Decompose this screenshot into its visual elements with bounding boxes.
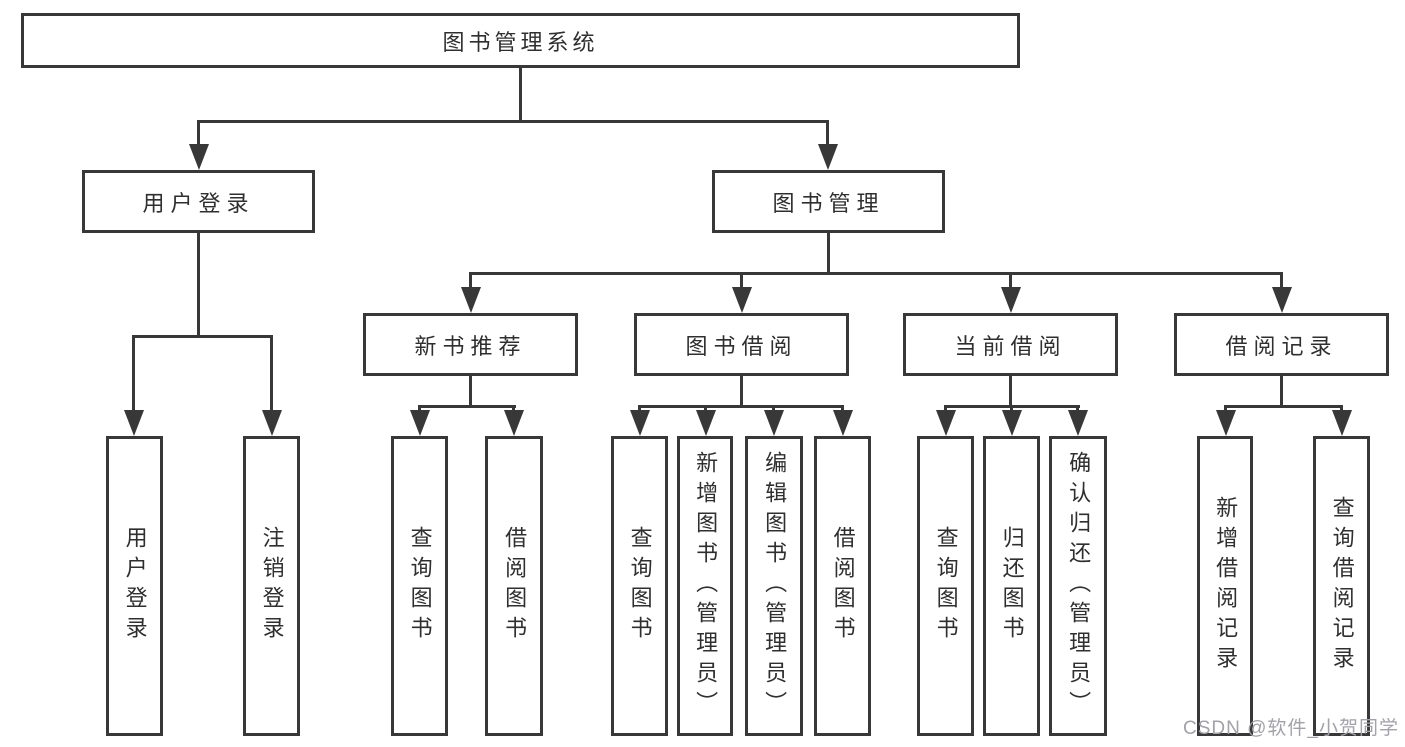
connector-new-book-stem xyxy=(469,376,472,407)
node-label: 图书管理系统 xyxy=(442,29,599,55)
node-borrow-records: 借阅记录 xyxy=(1174,313,1389,376)
arrow-to-borrow-records xyxy=(1271,272,1292,313)
leaf-add-borrow-record: 新增借阅记录 xyxy=(1197,436,1253,736)
leaf-label: 查询图书 xyxy=(407,526,433,646)
leaf-add-book-admin: 新增图书（管理员） xyxy=(677,436,733,736)
connector-borrow-record-stem xyxy=(1280,376,1283,407)
leaf-borrow-books: 借阅图书 xyxy=(814,436,871,736)
leaf-query-books-current: 查询图书 xyxy=(917,436,974,736)
leaf-return-book: 归还图书 xyxy=(983,436,1040,736)
node-label: 图书借阅 xyxy=(685,333,798,359)
connector-user-login-rail xyxy=(133,335,273,338)
leaf-label: 查询图书 xyxy=(933,526,959,646)
arrow-to-return-book xyxy=(1001,405,1022,436)
arrow-to-confirm-return xyxy=(1067,405,1088,436)
leaf-label: 借阅图书 xyxy=(502,526,528,646)
leaf-label: 查询借阅记录 xyxy=(1329,496,1355,676)
arrow-to-add-borrow-record xyxy=(1215,405,1236,436)
node-library-management-system: 图书管理系统 xyxy=(21,13,1020,68)
leaf-query-borrow-record: 查询借阅记录 xyxy=(1313,436,1370,736)
arrow-to-query-borrow-record xyxy=(1331,405,1352,436)
arrow-to-query-books-2 xyxy=(629,405,650,436)
arrow-to-borrow-books-2 xyxy=(832,405,853,436)
leaf-logout: 注销登录 xyxy=(243,436,300,736)
node-book-borrow: 图书借阅 xyxy=(634,313,849,376)
csdn-watermark: CSDN @软件_小贺同学 xyxy=(1183,718,1399,739)
node-label: 用户登录 xyxy=(142,190,255,216)
arrow-to-leaf-logout xyxy=(261,335,282,436)
connector-root-stem xyxy=(519,66,522,122)
connector-book-mgmt-stem xyxy=(827,232,830,274)
leaf-label: 编辑图书（管理员） xyxy=(762,451,788,721)
node-label: 图书管理 xyxy=(772,190,885,216)
node-label: 借阅记录 xyxy=(1225,333,1338,359)
arrow-to-add-book xyxy=(695,405,716,436)
connector-book-borrow-stem xyxy=(740,376,743,407)
node-label: 新书推荐 xyxy=(414,333,527,359)
node-label: 当前借阅 xyxy=(954,333,1067,359)
leaf-label: 借阅图书 xyxy=(830,526,856,646)
arrow-to-new-book-recommend xyxy=(460,272,481,313)
arrow-to-edit-book xyxy=(763,405,784,436)
leaf-query-books-recommend: 查询图书 xyxy=(391,436,448,736)
arrow-to-book-borrow xyxy=(731,272,752,313)
leaf-label: 归还图书 xyxy=(999,526,1025,646)
arrow-to-user-login xyxy=(188,120,209,170)
connector-book-borrow-rail xyxy=(638,405,844,408)
node-current-borrow: 当前借阅 xyxy=(903,313,1118,376)
leaf-edit-book-admin: 编辑图书（管理员） xyxy=(745,436,803,736)
node-user-login: 用户登录 xyxy=(82,170,315,233)
arrow-to-book-management xyxy=(817,120,838,170)
arrow-to-leaf-user-login xyxy=(123,335,144,436)
arrow-to-query-books-1 xyxy=(409,405,430,436)
node-book-management: 图书管理 xyxy=(712,170,945,233)
leaf-label: 注销登录 xyxy=(259,526,285,646)
connector-root-rail xyxy=(197,120,829,123)
connector-user-login-stem xyxy=(197,232,200,337)
arrow-to-query-books-3 xyxy=(935,405,956,436)
connector-book-mgmt-rail xyxy=(469,272,1282,275)
leaf-label: 查询图书 xyxy=(627,526,653,646)
node-new-book-recommend: 新书推荐 xyxy=(363,313,578,376)
connector-current-borrow-stem xyxy=(1009,376,1012,407)
leaf-label: 新增借阅记录 xyxy=(1213,496,1239,676)
leaf-label: 确认归还（管理员） xyxy=(1066,451,1092,721)
leaf-confirm-return-admin: 确认归还（管理员） xyxy=(1049,436,1107,736)
leaf-borrow-books-recommend: 借阅图书 xyxy=(485,436,543,736)
leaf-label: 新增图书（管理员） xyxy=(693,451,719,721)
leaf-user-login: 用户登录 xyxy=(106,436,163,736)
connector-new-book-rail xyxy=(418,405,516,408)
arrow-to-borrow-books-1 xyxy=(503,405,524,436)
leaf-label: 用户登录 xyxy=(122,526,148,646)
connector-borrow-record-rail xyxy=(1224,405,1343,408)
leaf-query-books-borrow: 查询图书 xyxy=(611,436,668,736)
arrow-to-current-borrow xyxy=(1000,272,1021,313)
